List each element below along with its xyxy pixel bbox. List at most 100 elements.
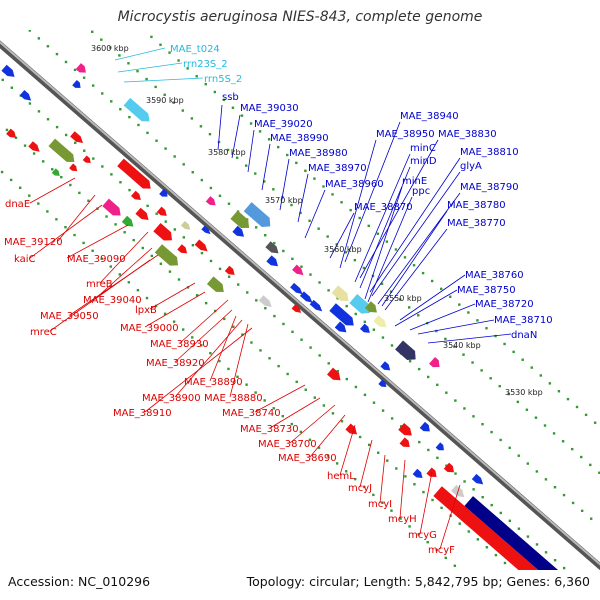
track-dot [499,438,502,442]
track-dot [41,160,45,163]
track-dot [64,133,68,137]
track-dot [64,60,68,64]
track-dot [109,265,112,268]
track-dot [150,254,154,258]
track-dot [363,393,367,397]
track-dot [418,440,421,444]
gene-feature [28,141,40,152]
track-dot [318,354,321,357]
leader-line [49,259,151,332]
track-dot [128,188,131,192]
track-dot [146,204,149,208]
gene-arrow [429,356,440,368]
track-dot [209,351,212,355]
gene-label: minD [410,156,437,167]
leader-line [123,77,204,83]
rna-label: rrn5S_2 [204,74,242,85]
gene-feature [364,301,377,313]
leader-line [94,247,153,300]
track-dot [344,251,347,254]
track-dot [372,493,375,497]
track-dot [499,511,502,515]
track-dot [282,249,285,253]
dotted-track-guides [0,30,600,570]
track-dot [349,208,352,212]
track-dot [516,400,520,404]
track-dot [282,322,285,326]
track-dot [570,447,574,451]
track-dot [354,385,358,389]
gene-label: mcyH [388,514,417,525]
track-dot [449,295,452,298]
gene-arrow [156,206,167,216]
track-dot [241,333,244,336]
track-dot [277,145,280,149]
track-dot [236,283,240,286]
leader-line [371,171,461,297]
kbp-tick: 3600 kbp [91,44,129,53]
gene-label: MAE_38700 [258,439,317,450]
gene-arrow [102,198,121,216]
track-dot [354,477,357,481]
track-dot [28,194,31,197]
gene-label: MAE_38950 [376,129,435,140]
track-dot [218,267,222,271]
track-dot [426,540,429,544]
track-dot [191,171,194,174]
track-dot [209,186,213,190]
track-dot [458,303,461,306]
track-dot [78,191,81,195]
track-dot [73,68,77,72]
leader-line [419,471,433,535]
track-dot [291,330,294,334]
gene-arrow [19,90,32,101]
leader-line [117,62,183,73]
gene-feature [464,496,560,570]
track-dot [436,456,439,460]
track-dot [377,451,380,454]
track-dot [100,257,103,260]
track-dot [580,455,583,459]
gene-arrow [153,223,173,241]
track-dot [254,172,257,175]
track-dot [277,364,280,368]
track-dot [440,506,443,510]
track-dot [159,262,163,265]
track-dot [407,306,411,309]
gene-arrow [435,442,444,451]
gene-feature [399,437,410,448]
track-dot [155,212,158,215]
gene-arrow [70,131,83,144]
track-dot [258,130,262,133]
track-dot [381,336,385,339]
track-dot [561,440,565,443]
gene-arrow [1,64,15,77]
track-dot [566,397,570,401]
track-dot [60,175,63,179]
leader-line [57,194,96,242]
track-dot [362,266,366,270]
gene-label: MAE_38780 [447,200,506,211]
track-dot [517,454,520,457]
track-dot [290,422,294,426]
gene-arrow [334,321,347,333]
track-dot [92,157,95,160]
track-dot [453,345,456,348]
track-dot [83,149,86,152]
track-dot [395,467,398,470]
track-dot [172,101,175,104]
gene-feature [102,198,121,216]
track-dot [562,566,566,570]
track-dot [273,314,276,318]
track-dot [145,296,149,300]
leader-line [231,114,241,159]
gene-label: MAE_38760 [465,270,524,281]
track-dot [507,392,510,396]
track-dot [82,76,86,79]
gene-feature [72,80,81,88]
track-dot [535,543,539,546]
track-dot [490,503,493,507]
gene-feature [380,361,391,371]
leader-line [149,282,196,310]
track-dot [358,435,362,439]
